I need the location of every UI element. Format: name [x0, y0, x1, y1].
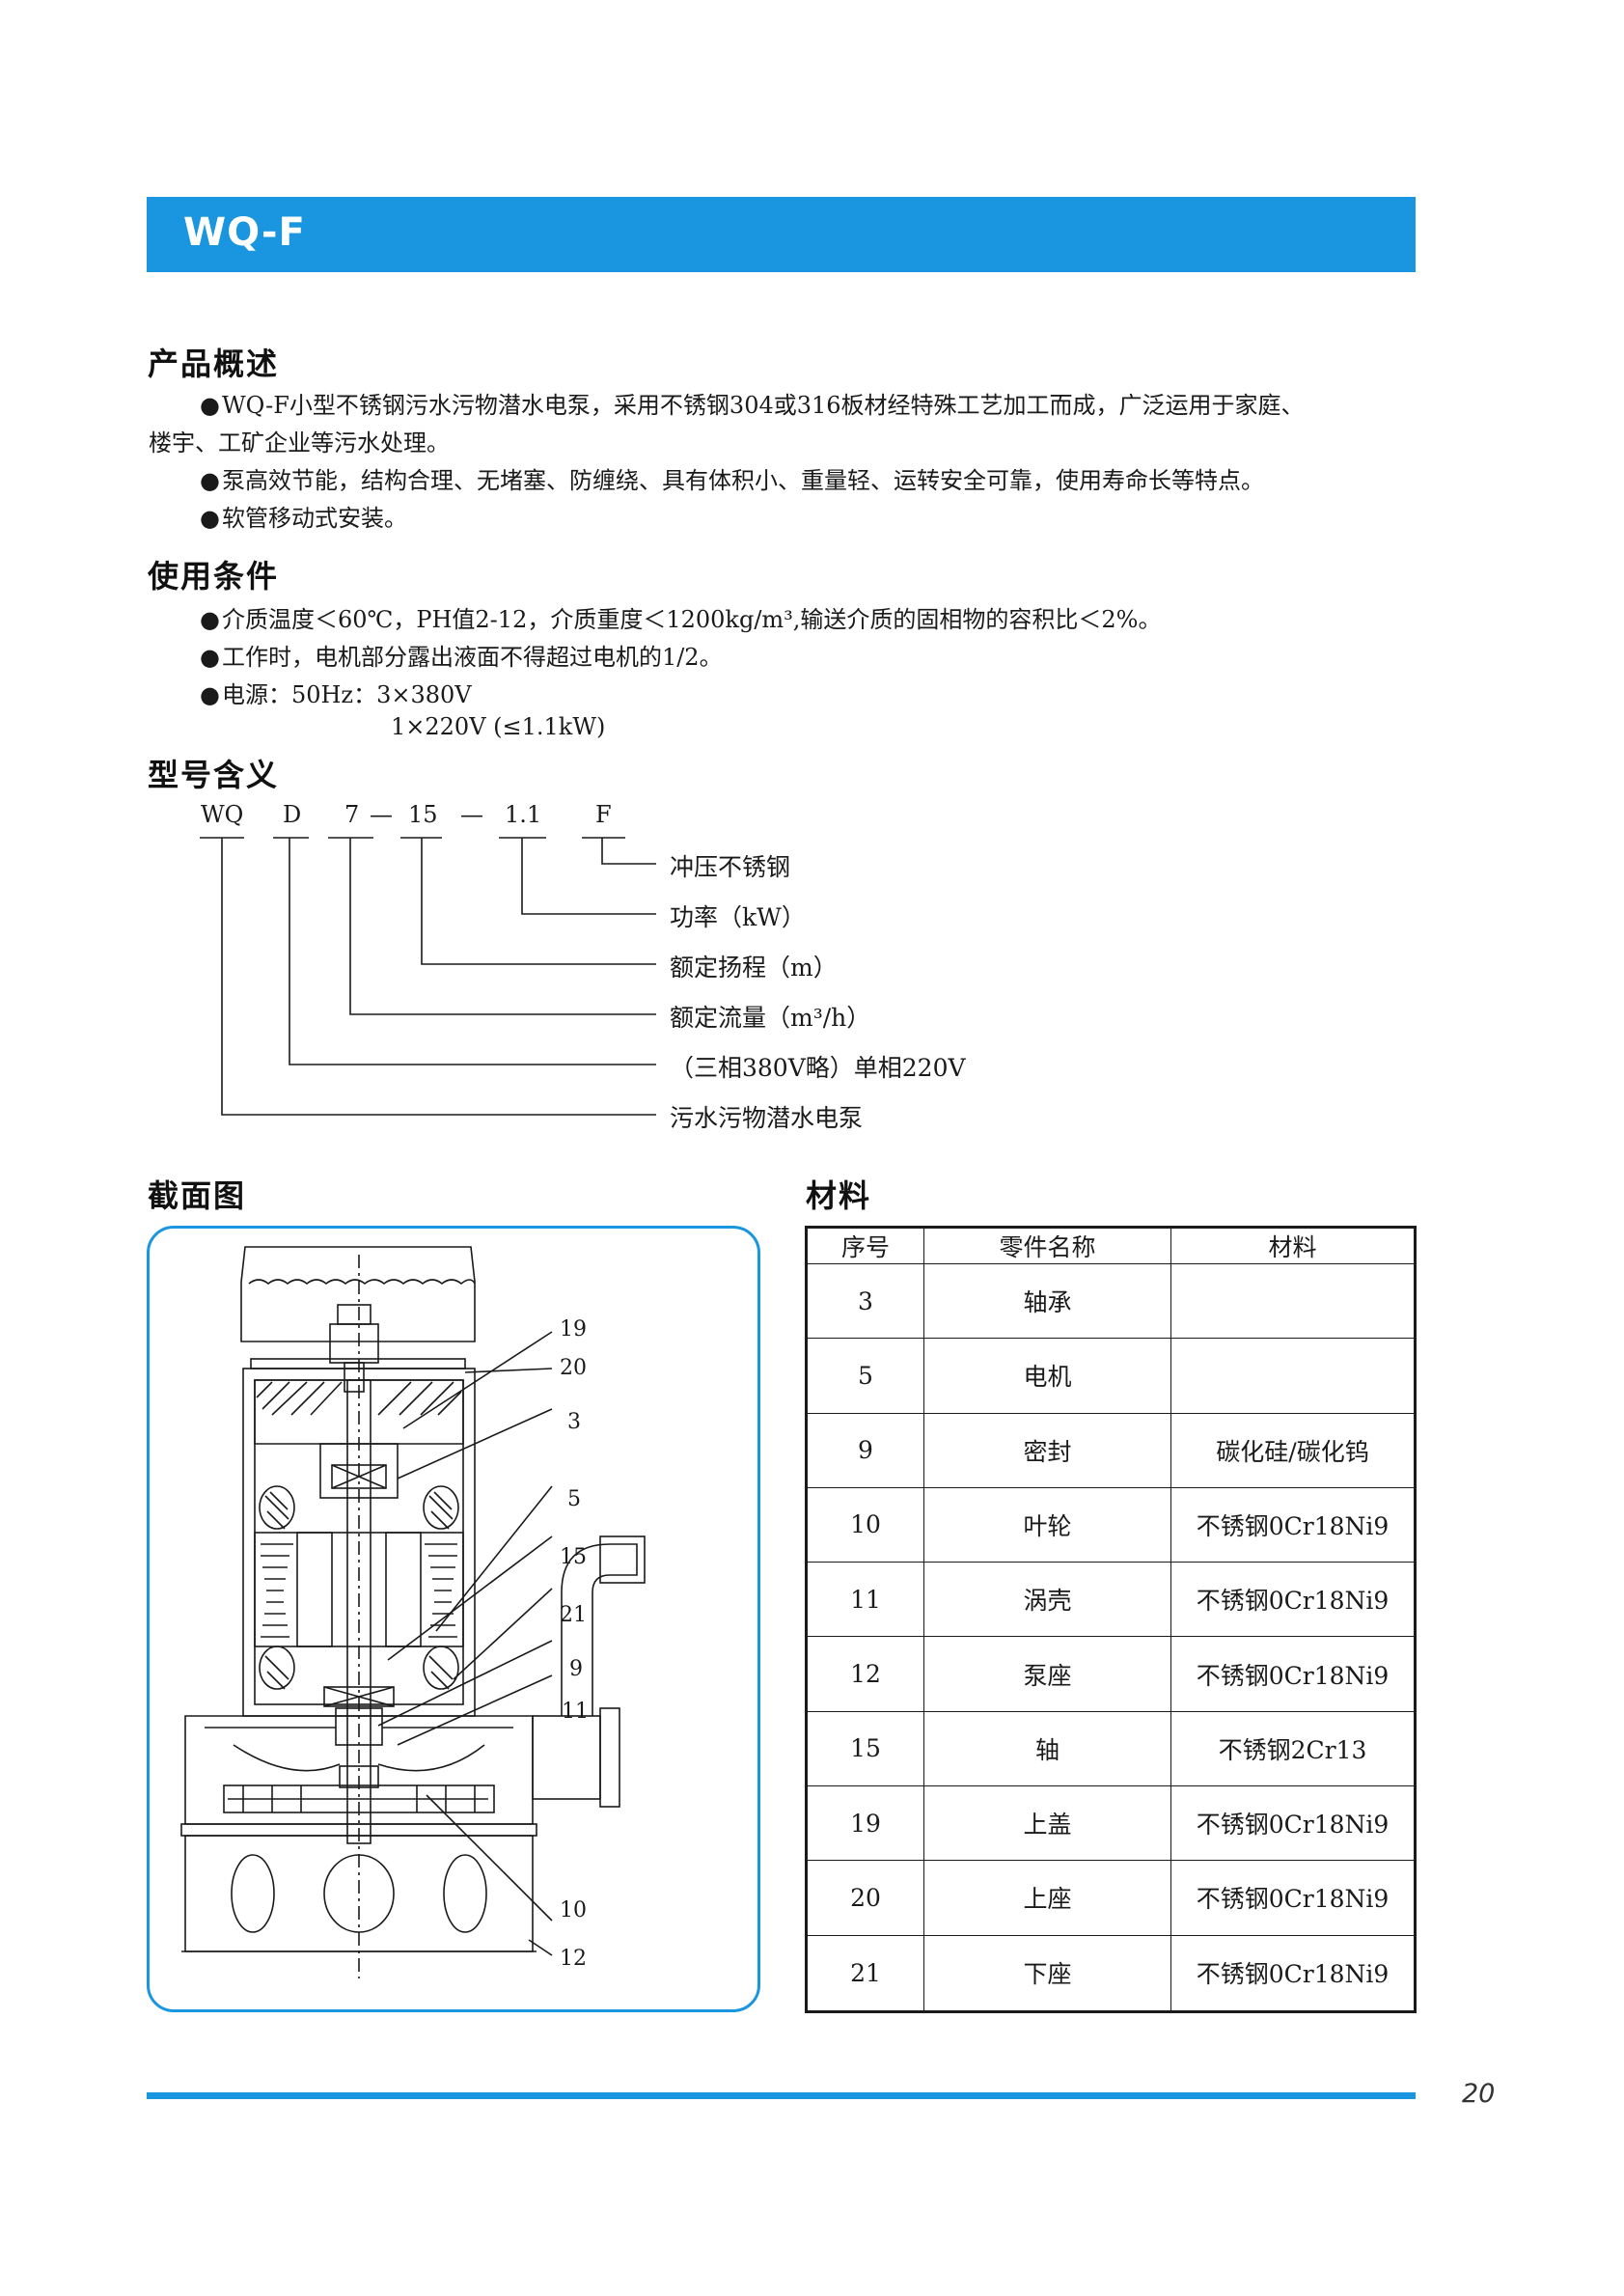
cell-no: 19 — [806, 1784, 924, 1862]
materials-heading: 材料 — [806, 1177, 872, 1214]
cell-material — [1170, 1338, 1416, 1414]
model-desc-stamped-steel: 冲压不锈钢 — [670, 853, 791, 881]
overview-line-1: WQ-F小型不锈钢污水污物潜水电泵，采用不锈钢304或316板材经特殊工艺加工而… — [200, 386, 1305, 420]
section-heading: 截面图 — [148, 1177, 247, 1214]
page-title: WQ-F — [183, 210, 306, 255]
callout-15: 15 — [560, 1545, 587, 1569]
cell-part: 轴承 — [923, 1262, 1171, 1340]
model-desc-phase: （三相380V略）单相220V — [670, 1054, 966, 1082]
overview-line-2: 楼宇、工矿企业等污水处理。 — [149, 429, 450, 456]
callout-12: 12 — [560, 1947, 587, 1971]
callout-11: 11 — [562, 1700, 589, 1724]
model-code-dash-2: — — [460, 801, 483, 828]
overview-line-3: 泵高效节能，结构合理、无堵塞、防缠绕、具有体积小、重量轻、运转安全可靠，使用寿命… — [200, 461, 1264, 495]
table-header-row: 序号 零件名称 材料 — [806, 1227, 1416, 1264]
cell-material: 不锈钢0Cr18Ni9 — [1170, 1784, 1416, 1862]
conditions-line-3: 电源：50Hz：3×380V — [200, 676, 472, 709]
cell-no: 21 — [806, 1934, 924, 2013]
callout-10: 10 — [560, 1898, 587, 1923]
cell-no: 10 — [806, 1486, 924, 1563]
callout-19: 19 — [560, 1317, 587, 1342]
cell-part: 涡壳 — [923, 1562, 1171, 1638]
cell-part: 密封 — [923, 1412, 1171, 1488]
cell-material: 不锈钢0Cr18Ni9 — [1170, 1860, 1416, 1936]
model-code-15: 15 — [408, 801, 438, 828]
model-code-1-1: 1.1 — [505, 801, 542, 828]
callout-9: 9 — [569, 1657, 583, 1681]
model-desc-pump-type: 污水污物潜水电泵 — [670, 1104, 864, 1132]
cell-material: 不锈钢0Cr18Ni9 — [1170, 1636, 1416, 1712]
cell-no: 5 — [806, 1338, 924, 1414]
footer-rule — [147, 2092, 1416, 2099]
cell-material: 不锈钢0Cr18Ni9 — [1170, 1562, 1416, 1638]
col-header-no: 序号 — [806, 1227, 924, 1264]
cell-part: 叶轮 — [923, 1486, 1171, 1563]
cell-no: 20 — [806, 1860, 924, 1936]
cell-no: 11 — [806, 1562, 924, 1638]
model-desc-power: 功率（kW） — [670, 903, 806, 931]
cell-part: 电机 — [923, 1338, 1171, 1414]
callout-20: 20 — [560, 1356, 587, 1380]
page-number: 20 — [1462, 2079, 1496, 2109]
cell-part: 泵座 — [923, 1636, 1171, 1712]
cell-part: 下座 — [923, 1934, 1171, 2013]
col-header-material: 材料 — [1170, 1227, 1416, 1264]
model-code-dash-1: — — [370, 801, 393, 828]
model-code-d: D — [283, 801, 302, 828]
cell-no: 3 — [806, 1262, 924, 1340]
cell-material: 不锈钢0Cr18Ni9 — [1170, 1486, 1416, 1563]
cell-material: 不锈钢2Cr13 — [1170, 1710, 1416, 1786]
model-code-wq: WQ — [201, 801, 244, 828]
cell-no: 15 — [806, 1710, 924, 1786]
cell-no: 12 — [806, 1636, 924, 1712]
cell-part: 上盖 — [923, 1784, 1171, 1862]
model-lead-lines — [200, 837, 656, 1116]
cell-material — [1170, 1262, 1416, 1340]
cell-part: 上座 — [923, 1860, 1171, 1936]
cell-part: 轴 — [923, 1710, 1171, 1786]
model-desc-flow: 额定流量（m³/h） — [670, 1004, 871, 1032]
overview-line-4: 软管移动式安装。 — [200, 499, 407, 533]
cell-no: 9 — [806, 1412, 924, 1488]
conditions-line-2: 工作时，电机部分露出液面不得超过电机的1/2。 — [200, 638, 723, 672]
model-code-f: F — [595, 801, 612, 828]
title-banner: WQ-F — [147, 197, 1416, 272]
callout-21: 21 — [560, 1603, 587, 1627]
model-code-7: 7 — [344, 801, 360, 828]
conditions-line-1: 介质温度＜60℃，PH值2-12，介质重度＜1200kg/m³,输送介质的固相物… — [200, 600, 1162, 634]
overview-heading: 产品概述 — [148, 346, 280, 382]
col-header-part: 零件名称 — [923, 1227, 1171, 1264]
model-heading: 型号含义 — [148, 757, 280, 793]
conditions-heading: 使用条件 — [148, 558, 280, 595]
cell-material: 不锈钢0Cr18Ni9 — [1170, 1934, 1416, 2013]
cell-material: 碳化硅/碳化钨 — [1170, 1412, 1416, 1488]
model-desc-head: 额定扬程（m） — [670, 954, 838, 982]
callout-3: 3 — [567, 1410, 581, 1434]
cross-section-drawing: 19 20 3 5 15 21 9 11 10 12 — [180, 1246, 646, 1978]
conditions-line-4: 1×220V (≤1.1kW) — [391, 713, 606, 740]
callout-5: 5 — [567, 1487, 581, 1511]
section-diagram-frame — [147, 1226, 760, 2012]
